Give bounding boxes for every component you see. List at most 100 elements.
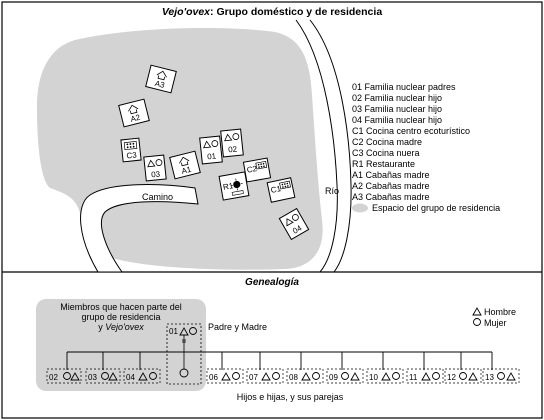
couple-code: 12 bbox=[447, 373, 456, 382]
woman-circle-icon bbox=[63, 372, 71, 380]
man-triangle-icon bbox=[301, 372, 311, 381]
legend-item: C2 Cocina madre bbox=[352, 137, 422, 147]
genealogia-title: Genealogía bbox=[245, 277, 299, 288]
circle-icon bbox=[211, 140, 219, 147]
man-triangle-icon bbox=[468, 372, 478, 381]
woman-circle-icon bbox=[497, 372, 505, 380]
members-box-line2: grupo de residencia bbox=[81, 312, 160, 322]
man-triangle-icon bbox=[381, 372, 391, 381]
couple-code: 06 bbox=[209, 373, 218, 382]
triangle-icon bbox=[286, 218, 294, 227]
members-box-line3-italic: Vejo'ovex bbox=[105, 322, 144, 332]
woman-circle-icon bbox=[341, 372, 349, 380]
couple-09: 09 bbox=[326, 368, 364, 384]
title-rest: : Grupo doméstico y de residencia bbox=[210, 6, 382, 18]
couple-code: 10 bbox=[369, 373, 378, 382]
building-02: 02 bbox=[220, 128, 244, 158]
residence-area bbox=[36, 28, 323, 270]
legend-item: A3 Cabañas madre bbox=[352, 192, 430, 202]
map-legend: 01 Familia nuclear padres 02 Familia nuc… bbox=[352, 82, 500, 213]
couple-code: 13 bbox=[485, 373, 494, 382]
mujer-circle-icon bbox=[473, 318, 481, 326]
building-code: 01 bbox=[207, 151, 217, 161]
couple-box bbox=[206, 368, 244, 384]
title-italic: Vejo'ovex bbox=[162, 6, 211, 18]
legend-item: 01 Familia nuclear padres bbox=[352, 82, 456, 92]
woman-circle-icon bbox=[432, 372, 440, 380]
building-a1: A1 bbox=[169, 150, 201, 180]
parents-label: Padre y Madre bbox=[208, 322, 267, 332]
building-code: C2 bbox=[246, 164, 258, 175]
triangle-icon bbox=[203, 140, 212, 149]
parents-box bbox=[166, 323, 202, 385]
man-triangle-icon bbox=[421, 372, 431, 381]
couple-code: 02 bbox=[49, 373, 58, 382]
road bbox=[80, 184, 199, 273]
man-triangle-icon bbox=[70, 372, 80, 381]
couple-box bbox=[444, 368, 482, 384]
river-line-left bbox=[295, 19, 338, 273]
couple-code: 03 bbox=[88, 373, 97, 382]
daughter-circle-icon bbox=[179, 368, 189, 378]
woman-circle-icon bbox=[312, 372, 320, 380]
couple-06: 06 bbox=[206, 368, 244, 384]
man-triangle-icon bbox=[108, 372, 118, 381]
building-code: A3 bbox=[154, 79, 166, 90]
building-r1: R1 bbox=[218, 171, 250, 201]
couple-box bbox=[46, 368, 82, 384]
couple-box bbox=[482, 368, 520, 384]
woman-circle-icon bbox=[459, 372, 467, 380]
couple-03: 03 bbox=[85, 368, 121, 384]
couple-code: 07 bbox=[249, 373, 258, 382]
man-triangle-icon bbox=[221, 372, 231, 381]
building-a2: A2 bbox=[118, 98, 150, 128]
triangle-icon bbox=[224, 133, 233, 142]
mother-circle-icon bbox=[189, 327, 197, 335]
couple-08: 08 bbox=[286, 368, 324, 384]
couple-11: 11 bbox=[406, 368, 444, 384]
couple-code: 11 bbox=[409, 373, 418, 382]
woman-circle-icon bbox=[149, 372, 157, 380]
couple-10: 10 bbox=[366, 368, 404, 384]
building-a3: A3 bbox=[145, 64, 177, 94]
members-box-line3: y Vejo'ovex bbox=[98, 322, 144, 332]
man-triangle-icon bbox=[350, 372, 360, 381]
couple-code: 09 bbox=[329, 373, 338, 382]
building-frame bbox=[199, 135, 223, 165]
legend-item: A2 Cabañas madre bbox=[352, 181, 430, 191]
woman-circle-icon bbox=[232, 372, 240, 380]
diagram-title: Vejo'ovex: Grupo doméstico y de residenc… bbox=[162, 6, 383, 18]
couple-13: 13 bbox=[482, 368, 520, 384]
legend-item: C1 Cocina centro ecoturístico bbox=[352, 126, 470, 136]
building-frame bbox=[143, 154, 167, 182]
building-code: C3 bbox=[126, 150, 138, 160]
members-box-line3-pre: y bbox=[98, 322, 105, 332]
legend-item: 02 Familia nuclear hijo bbox=[352, 93, 442, 103]
couple-07: 07 bbox=[246, 368, 284, 384]
circle-icon bbox=[291, 214, 299, 221]
mujer-label: Mujer bbox=[484, 318, 507, 328]
children-label: Hijos e hijas, y sus parejas bbox=[237, 392, 344, 402]
man-triangle-icon bbox=[138, 372, 148, 381]
circle-icon bbox=[155, 159, 163, 166]
hombre-label: Hombre bbox=[484, 307, 516, 317]
building-c3: C3 bbox=[120, 137, 142, 163]
house-icon bbox=[128, 104, 139, 115]
couple-code: 08 bbox=[289, 373, 298, 382]
building-01: 01 bbox=[199, 135, 223, 165]
circle-icon bbox=[232, 133, 240, 140]
building-03: 03 bbox=[143, 154, 167, 182]
members-box-line1: Miembros que hacen parte del bbox=[60, 302, 182, 312]
couple-box bbox=[326, 368, 364, 384]
woman-circle-icon bbox=[272, 372, 280, 380]
couple-02: 02 bbox=[46, 368, 82, 384]
rio-label: Río bbox=[325, 186, 339, 196]
camino-label: Camino bbox=[142, 192, 173, 202]
stove-icon bbox=[123, 141, 138, 151]
legend-item: R1 Restaurante bbox=[352, 159, 415, 169]
couple-04: 04 bbox=[123, 368, 161, 384]
triangle-icon bbox=[147, 159, 156, 168]
couple-box bbox=[246, 368, 284, 384]
